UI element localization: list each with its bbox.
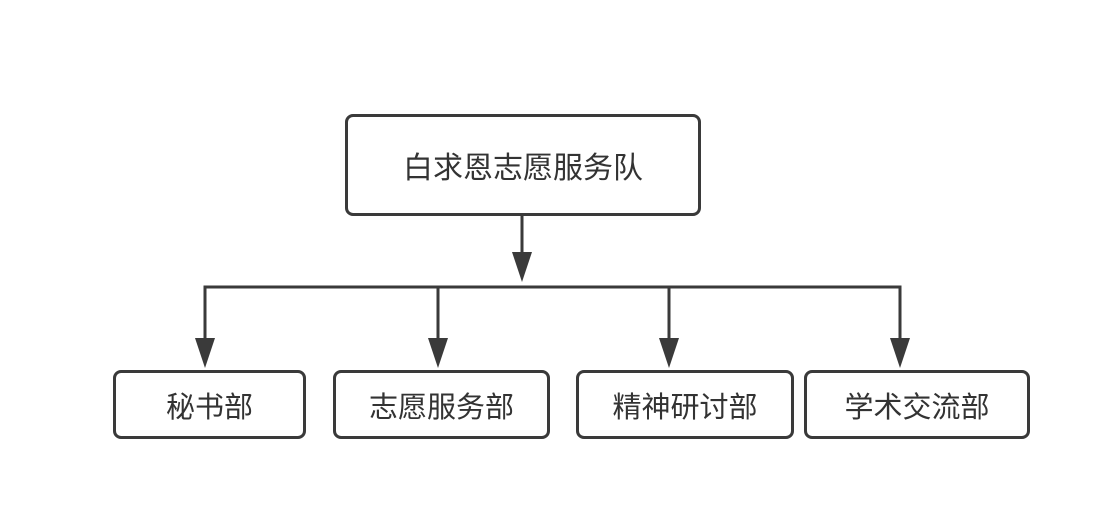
child-node-label: 学术交流部 <box>844 389 990 424</box>
arrowhead-c2 <box>428 338 448 368</box>
arrowhead-c1 <box>195 338 215 368</box>
root-node-label: 白求恩志愿服务队 <box>403 151 643 186</box>
child-node-label: 精神研讨部 <box>612 389 758 424</box>
child-node-secretariat: 秘书部 <box>113 370 306 439</box>
child-node-label: 秘书部 <box>165 389 253 424</box>
child-node-spirit-research: 精神研讨部 <box>576 370 794 439</box>
child-node-academic-exchange: 学术交流部 <box>804 370 1030 439</box>
arrowhead-c3 <box>659 338 679 368</box>
child-node-label: 志愿服务部 <box>368 389 514 424</box>
root-node: 白求恩志愿服务队 <box>345 114 701 216</box>
arrowhead-root <box>512 252 532 282</box>
child-node-volunteer-service: 志愿服务部 <box>333 370 550 439</box>
arrowhead-c4 <box>890 338 910 368</box>
